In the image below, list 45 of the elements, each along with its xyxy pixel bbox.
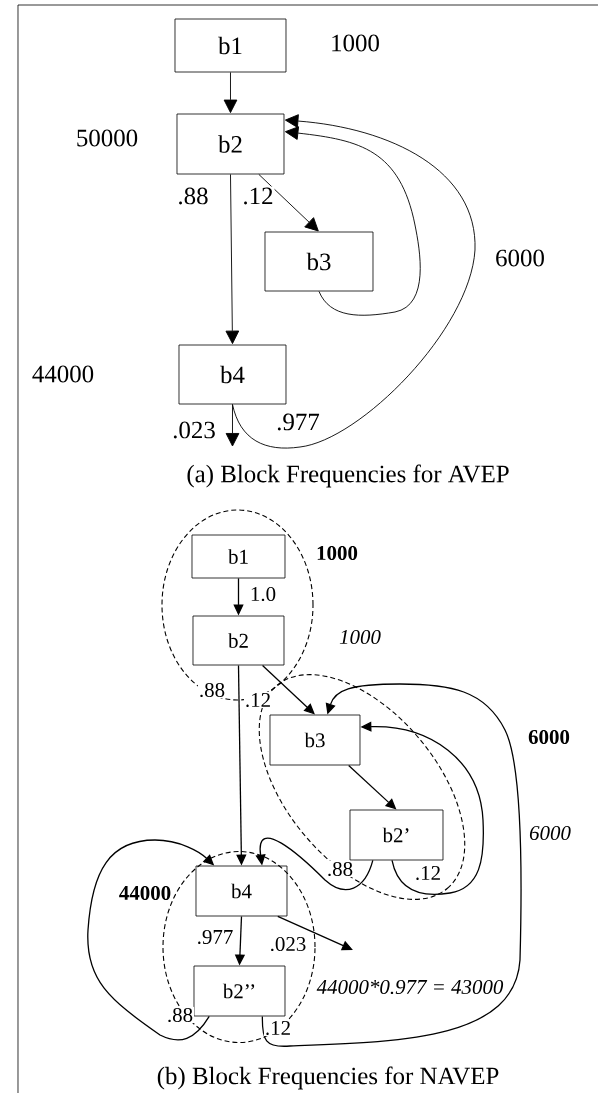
block-box: b4 bbox=[178, 344, 287, 405]
arrow bbox=[284, 126, 421, 316]
frequency-label: 1000 bbox=[317, 545, 358, 561]
arrow bbox=[277, 915, 353, 951]
arrow bbox=[223, 71, 238, 114]
arrow bbox=[255, 837, 374, 891]
frequency-label: 44000 bbox=[32, 365, 94, 383]
edge-label: 1.0 bbox=[248, 585, 278, 603]
frequency-label: 1000 bbox=[339, 629, 381, 645]
arrow bbox=[225, 403, 240, 447]
frequency-label: 50000 bbox=[77, 129, 138, 147]
edge-label: .977 bbox=[275, 412, 321, 432]
arrow bbox=[261, 683, 522, 1047]
edge-label: .88 bbox=[325, 860, 355, 878]
frequency-label: 6000 bbox=[529, 825, 571, 841]
arrow bbox=[225, 173, 240, 345]
caption: (b) Block Frequencies for NAVEP bbox=[157, 1066, 499, 1090]
frequency-label: 44000*0.977 = 43000 bbox=[316, 979, 504, 995]
block-box: b3 bbox=[269, 714, 361, 766]
edge-label: .88 bbox=[165, 1006, 195, 1024]
frequency-label: 1000 bbox=[332, 34, 379, 52]
edge-label: .88 bbox=[197, 681, 227, 699]
block-box: b4 bbox=[195, 865, 288, 917]
frequency-label: 6000 bbox=[496, 249, 544, 267]
frequency-label: 44000 bbox=[119, 885, 171, 901]
arrow bbox=[261, 664, 315, 715]
edge-label: .977 bbox=[195, 928, 235, 946]
edge-label: .12 bbox=[263, 1019, 293, 1037]
edge-label: .12 bbox=[243, 691, 273, 709]
caption: (a) Block Frequencies for AVEP bbox=[187, 464, 509, 488]
edge-label: .88 bbox=[176, 186, 210, 206]
edge-label: .12 bbox=[413, 864, 443, 882]
block-box: b2 bbox=[176, 113, 285, 175]
edge-label: .023 bbox=[171, 420, 217, 440]
block-box: b1 bbox=[174, 18, 287, 73]
edge-label: .12 bbox=[241, 186, 275, 206]
block-box: b3 bbox=[264, 231, 374, 292]
block-box: b2’ bbox=[349, 809, 444, 861]
block-box: b2 bbox=[192, 615, 285, 666]
arrow bbox=[232, 114, 476, 449]
block-box: b2’’ bbox=[193, 965, 286, 1017]
arrow bbox=[258, 173, 319, 232]
block-box: b1 bbox=[191, 534, 286, 579]
edge-label: .023 bbox=[268, 935, 308, 953]
frequency-label: 6000 bbox=[528, 729, 570, 745]
